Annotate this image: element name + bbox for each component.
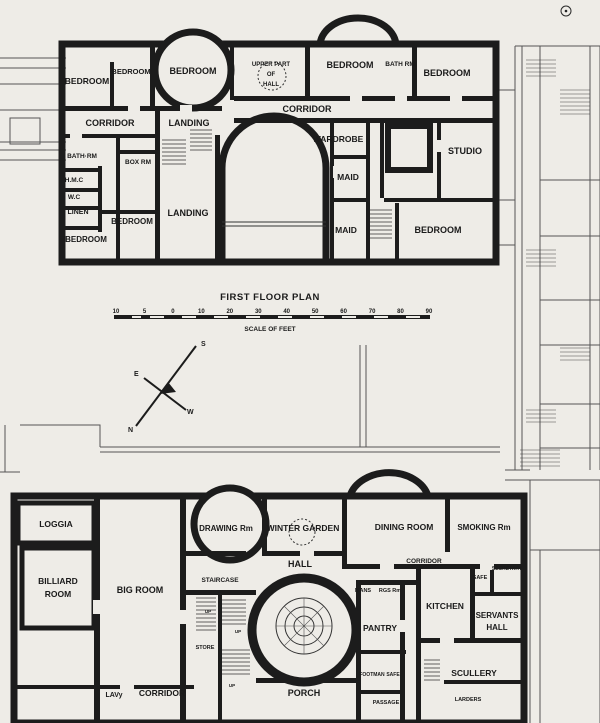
room-bedroom-nw: BEDROOM — [65, 76, 109, 86]
compass-e: E — [134, 371, 139, 378]
scale-tick-label: 10 — [113, 309, 120, 315]
room-bath-w: BATH·RM — [67, 153, 97, 160]
room-lav: LAVy — [105, 692, 122, 699]
room-bedroom-sw: BEDROOM — [65, 235, 107, 244]
room-billiard-line1: BILLIARD — [38, 576, 78, 586]
room-bedroom-n: BEDROOM — [327, 60, 374, 70]
ground-floor-walls — [10, 469, 528, 723]
room-bedroom-round: BEDROOM — [170, 66, 217, 76]
room-larders: LARDERS — [455, 697, 482, 703]
scale-tick-label: 40 — [283, 309, 290, 315]
room-corridor-s: CORRIDOR — [139, 688, 185, 698]
room-big-room: BIG ROOM — [117, 585, 164, 595]
scale-tick-label: 60 — [340, 309, 347, 315]
room-hall: HALL — [288, 559, 312, 569]
room-kitchen: KITCHEN — [426, 601, 464, 611]
room-store: STORE — [196, 645, 215, 651]
compass-rose: S E W N — [128, 341, 206, 434]
room-scullery: SCULLERY — [451, 668, 497, 678]
stair-up-2: UP — [235, 629, 241, 634]
room-bedroom-nw2: BEDROOM — [111, 67, 150, 76]
scale-tick-label: 5 — [143, 309, 147, 315]
stair-up-3: UP — [229, 683, 235, 688]
plate-corner-mark — [560, 5, 572, 17]
room-wardrobe: WARDROBE — [313, 134, 364, 144]
room-secretary: SECRETARY — [492, 566, 523, 572]
room-drawing: DRAWING Rm — [199, 524, 253, 533]
ground-floor-labels: LOGGIA BILLIARD ROOM BIG ROOM DRAWING Rm… — [38, 519, 523, 706]
scale-tick-label: 20 — [226, 309, 233, 315]
room-bedroom-ne: BEDROOM — [424, 68, 471, 78]
room-billiard-line2: ROOM — [45, 589, 71, 599]
room-mans: MANS — [355, 588, 372, 594]
room-corridor-w: CORRIDOR — [86, 118, 135, 128]
first-floor-plan-title: FIRST FLOOR PLAN — [220, 292, 320, 303]
scale-label: SCALE OF FEET — [244, 326, 295, 333]
compass-n: N — [128, 427, 133, 434]
room-safe2: SAFE — [386, 672, 400, 678]
room-linen: LINEN — [68, 209, 89, 216]
scale-tick-label: 80 — [397, 309, 404, 315]
room-servants-line2: HALL — [486, 623, 507, 632]
upper-part-of-hall-line3: HALL — [263, 82, 279, 88]
scale-tick-label: 10 — [198, 309, 205, 315]
room-smoking: SMOKING Rm — [457, 523, 510, 532]
stair-up-1: UP — [205, 609, 211, 614]
room-porch: PORCH — [288, 688, 321, 698]
first-floor-labels: BEDROOM BEDROOM BEDROOM UPPER PART OF HA… — [65, 60, 482, 244]
scale-tick-label: 90 — [426, 309, 433, 315]
room-landing-low: LANDING — [168, 208, 209, 218]
room-footman: FOOTMAN — [359, 672, 385, 678]
scale-tick-label: 30 — [255, 309, 262, 315]
room-wc: W.C — [68, 194, 81, 201]
room-staircase: STAIRCASE — [201, 577, 239, 584]
room-box-rm: BOX RM — [125, 159, 151, 166]
room-bedroom-sw2: BEDROOM — [111, 217, 153, 226]
scale-tick-label: 50 — [312, 309, 319, 315]
room-maid-1: MAID — [337, 172, 359, 182]
room-safe: SAFE — [473, 575, 488, 581]
scale-tick-label: 70 — [369, 309, 376, 315]
room-studio: STUDIO — [448, 146, 482, 156]
room-dining: DINING ROOM — [375, 522, 434, 532]
room-bath-ne: BATH RM — [385, 61, 415, 68]
first-floor-walls — [58, 14, 500, 266]
upper-part-of-hall-line2: OF — [267, 72, 276, 78]
room-loggia: LOGGIA — [39, 519, 73, 529]
room-servants-line1: SERVANTS — [476, 611, 519, 620]
compass-w: W — [187, 409, 194, 416]
room-rgs: RGS Rm — [379, 588, 401, 594]
room-bedroom-se: BEDROOM — [415, 225, 462, 235]
room-passage: PASSAGE — [373, 700, 400, 706]
upper-part-of-hall-line1: UPPER PART — [252, 62, 291, 68]
room-maid-2: MAID — [335, 225, 357, 235]
room-landing-top: LANDING — [169, 118, 210, 128]
compass-s: S — [201, 341, 206, 348]
site-stair-hatching — [520, 59, 590, 467]
room-hmc: H.M.C — [65, 177, 84, 184]
room-corridor-n: CORRIDOR — [283, 104, 332, 114]
site-outline-lines — [0, 45, 600, 723]
room-winter-garden: WINTER GARDEN — [267, 523, 340, 533]
room-pantry: PANTRY — [363, 623, 397, 633]
room-corridor-e: CORRIDOR — [406, 558, 442, 565]
scale-tick-label: 0 — [171, 309, 175, 315]
